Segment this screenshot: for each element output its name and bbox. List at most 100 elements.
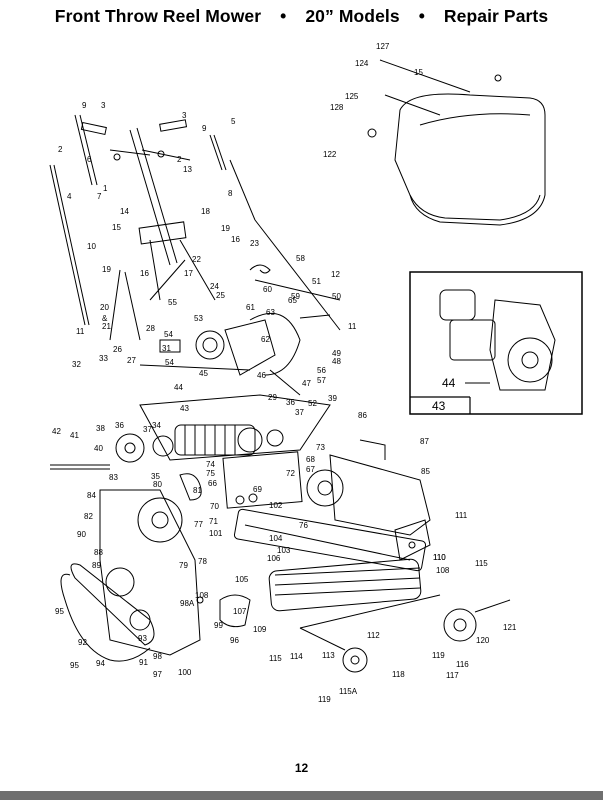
part-label: 122	[323, 150, 337, 159]
part-label: 50	[332, 292, 341, 301]
part-label: 92	[78, 638, 87, 647]
part-label: 3	[101, 101, 106, 110]
part-label: 11	[76, 327, 85, 336]
part-label: 32	[72, 360, 81, 369]
part-label: 96	[230, 636, 239, 645]
part-label: 71	[209, 517, 218, 526]
part-label: 1	[103, 184, 108, 193]
part-label: 36	[115, 421, 124, 430]
handle-assembly	[49, 114, 341, 341]
part-label: 69	[253, 485, 262, 494]
title-right: Repair Parts	[443, 6, 549, 26]
part-label: 81	[193, 486, 202, 495]
part-label: 13	[183, 165, 192, 174]
part-label: 31	[162, 344, 171, 353]
part-label: 23	[250, 239, 259, 248]
part-label: 19	[221, 224, 230, 233]
part-label: 108	[195, 591, 209, 600]
part-label: 125	[345, 92, 359, 101]
part-label: 55	[168, 298, 177, 307]
part-label: 45	[199, 369, 208, 378]
part-label: 53	[194, 314, 203, 323]
part-label: 97	[153, 670, 162, 679]
part-label: 44	[174, 383, 183, 392]
part-label: 74	[206, 460, 215, 469]
part-label: 98A	[180, 599, 195, 608]
part-label: 76	[299, 521, 308, 530]
part-label: 109	[253, 625, 267, 634]
part-label: 36	[286, 398, 295, 407]
part-label: 112	[367, 631, 380, 640]
part-label: 93	[138, 634, 147, 643]
left-side-assembly	[60, 473, 204, 662]
part-label: 19	[102, 265, 111, 274]
part-label: 59	[291, 292, 300, 301]
part-label: 117	[446, 671, 459, 680]
part-label: 7	[97, 192, 102, 201]
part-label: 68	[306, 455, 315, 464]
part-label: 86	[358, 411, 367, 420]
part-label: 62	[261, 335, 270, 344]
part-label: 102	[269, 501, 283, 510]
part-label: 2	[58, 145, 63, 154]
part-label: 10	[87, 242, 96, 251]
part-label: 27	[127, 356, 136, 365]
page-number: 12	[294, 761, 309, 775]
inset-label-43: 43	[432, 399, 446, 413]
part-label: 78	[198, 557, 207, 566]
part-label: 43	[180, 404, 189, 413]
part-label: 114	[290, 652, 303, 661]
part-label: 52	[308, 399, 317, 408]
part-label: 37	[143, 425, 152, 434]
part-label: 111	[455, 511, 468, 520]
part-label: 87	[420, 437, 429, 446]
title-separator-1: •	[280, 6, 287, 26]
part-label: 2	[177, 155, 182, 164]
part-label: 51	[312, 277, 321, 286]
part-label: 103	[277, 546, 291, 555]
part-label: 88	[94, 548, 103, 557]
part-label: 65	[288, 296, 297, 305]
mower-chassis	[50, 394, 331, 470]
part-label: &	[102, 314, 108, 323]
part-label: 77	[194, 520, 203, 529]
part-label: 57	[317, 376, 326, 385]
part-label: 106	[267, 554, 281, 563]
part-label: 116	[456, 660, 469, 669]
grass-catcher	[367, 59, 546, 226]
part-label: 20	[100, 303, 109, 312]
part-label: 79	[179, 561, 188, 570]
part-label: 54	[165, 358, 174, 367]
part-label: 34	[152, 421, 161, 430]
part-label: 4	[67, 192, 72, 201]
rear-roller-and-wheel	[299, 519, 511, 673]
part-label: 127	[376, 42, 390, 51]
part-label: 70	[210, 502, 219, 511]
part-label: 82	[84, 512, 93, 521]
part-label: 94	[96, 659, 105, 668]
part-label: 119	[432, 651, 445, 660]
part-label: 108	[436, 566, 450, 575]
part-label: 115	[475, 559, 488, 568]
part-label: 47	[302, 379, 311, 388]
part-label: 21	[102, 322, 111, 331]
part-label: 16	[140, 269, 149, 278]
part-label: 105	[235, 575, 249, 584]
part-label: 16	[231, 235, 240, 244]
part-label: 100	[178, 668, 192, 677]
part-label: 58	[296, 254, 305, 263]
part-label: 124	[355, 59, 369, 68]
part-label: 85	[421, 467, 430, 476]
page-title: Front Throw Reel Mower • 20” Models • Re…	[0, 6, 603, 30]
part-label: 128	[330, 103, 344, 112]
part-label: 15	[414, 68, 423, 77]
drive-assembly	[139, 279, 341, 396]
part-label: 80	[153, 480, 162, 489]
part-label: 11	[348, 322, 357, 331]
part-label: 89	[92, 561, 101, 570]
part-label: 33	[99, 354, 108, 363]
part-label: 110	[433, 553, 446, 562]
part-label: 39	[328, 394, 337, 403]
